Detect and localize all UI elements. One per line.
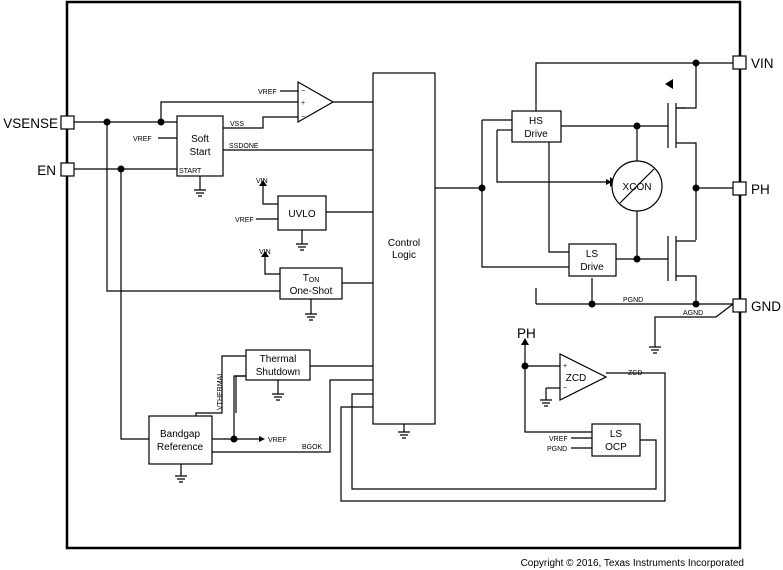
zcd-comparator: + − ZCD	[559, 353, 608, 401]
xcon-label: XCON	[623, 182, 652, 193]
comparator-minus-2: −	[301, 114, 305, 121]
ls-ocp-block: LS OCP	[591, 423, 641, 457]
vref-label-bandgap: VREF	[268, 437, 287, 444]
vref-label-ocp: VREF	[549, 436, 568, 443]
bandgap-reference-block: Bandgap Reference	[148, 415, 213, 465]
soft-start-block: Soft Start	[176, 115, 224, 177]
vref-label-softstart: VREF	[133, 136, 152, 143]
pin-ph: PH	[732, 181, 770, 197]
pin-ph-label: PH	[751, 182, 770, 197]
ground-icon	[305, 313, 317, 321]
hs-drive-block: HS Drive	[511, 110, 562, 143]
pin-en: EN	[37, 162, 75, 178]
zcd-label: ZCD	[566, 373, 587, 384]
control-logic-block: Control Logic	[372, 72, 436, 425]
ground-icon	[272, 393, 284, 401]
ls-ocp-label-2: OCP	[605, 442, 627, 453]
ground-icon	[649, 346, 661, 354]
start-label: START	[179, 168, 202, 175]
soft-start-label-1: Soft	[191, 134, 209, 145]
ground-icon	[194, 189, 206, 197]
vss-label: VSS	[230, 121, 244, 128]
thermal-shutdown-block: Thermal Shutdown	[245, 349, 311, 381]
comparator-plus: +	[301, 100, 305, 107]
control-logic-label-1: Control	[388, 238, 420, 249]
thermal-label-2: Shutdown	[256, 367, 300, 378]
vref-label-uvlo: VREF	[235, 217, 254, 224]
pin-vsense: VSENSE	[3, 115, 75, 131]
comparator-minus: −	[301, 88, 305, 95]
ls-drive-label-2: Drive	[580, 262, 604, 273]
bandgap-label-2: Reference	[157, 442, 204, 453]
oneshot-label: One-Shot	[290, 286, 333, 297]
ground-icon	[175, 475, 187, 483]
control-logic-label-2: Logic	[392, 250, 416, 261]
ground-icon	[398, 431, 410, 439]
vthermal-label: VTHERMAL	[217, 372, 224, 410]
bandgap-label-1: Bandgap	[160, 429, 200, 440]
vin-label-uvlo: VIN	[256, 178, 268, 185]
signal-labels: VREF VREF VSS SSDONE START VIN VREF VIN …	[133, 89, 703, 453]
soft-start-label-2: Start	[189, 147, 210, 158]
pin-gnd-label: GND	[751, 299, 781, 314]
ssdone-label: SSDONE	[229, 143, 259, 150]
bgok-label: BGOK	[302, 444, 323, 451]
wires-feedback	[340, 372, 666, 502]
hs-drive-label-1: HS	[529, 116, 543, 127]
wires-right	[435, 62, 734, 449]
thermal-label-1: Thermal	[260, 354, 297, 365]
ls-drive-label-1: LS	[586, 249, 599, 260]
ls-drive-block: LS Drive	[568, 243, 617, 277]
agnd-label: AGND	[683, 310, 703, 317]
ton-label-t: T	[303, 273, 309, 284]
ton-oneshot-block: TON One-Shot	[279, 267, 343, 300]
pgnd-label-ocp: PGND	[547, 446, 567, 453]
hs-drive-label-2: Drive	[524, 129, 548, 140]
pin-vin: VIN	[732, 55, 774, 71]
vin-label-ton: VIN	[259, 249, 271, 256]
wires-left	[74, 90, 405, 476]
ph-label-zcd: PH	[517, 326, 536, 341]
ls-ocp-label-1: LS	[610, 429, 623, 440]
zcd-plus: +	[563, 363, 567, 370]
comparator-vss: − + −	[297, 80, 335, 124]
pgnd-label: PGND	[623, 297, 643, 304]
pin-en-label: EN	[37, 163, 56, 178]
ground-icon	[540, 399, 552, 407]
ton-label-sub: ON	[309, 277, 320, 284]
uvlo-block: UVLO	[277, 195, 327, 231]
copyright-text: Copyright © 2016, Texas Instruments Inco…	[521, 558, 744, 569]
xcon-block: XCON	[611, 160, 663, 212]
ground-icon	[296, 243, 308, 251]
ground-symbols	[175, 189, 661, 483]
pin-vin-label: VIN	[751, 56, 774, 71]
ic-boundary	[65, 0, 742, 550]
uvlo-label: UVLO	[288, 209, 315, 220]
pin-gnd: GND	[732, 298, 781, 314]
pin-vsense-label: VSENSE	[3, 116, 58, 131]
zcd-signal-label: ZCD	[628, 370, 642, 377]
zcd-minus: −	[563, 385, 567, 392]
junction-dots	[103, 59, 700, 443]
vref-label-comparator: VREF	[258, 89, 277, 96]
ton-label: TON	[303, 273, 320, 284]
